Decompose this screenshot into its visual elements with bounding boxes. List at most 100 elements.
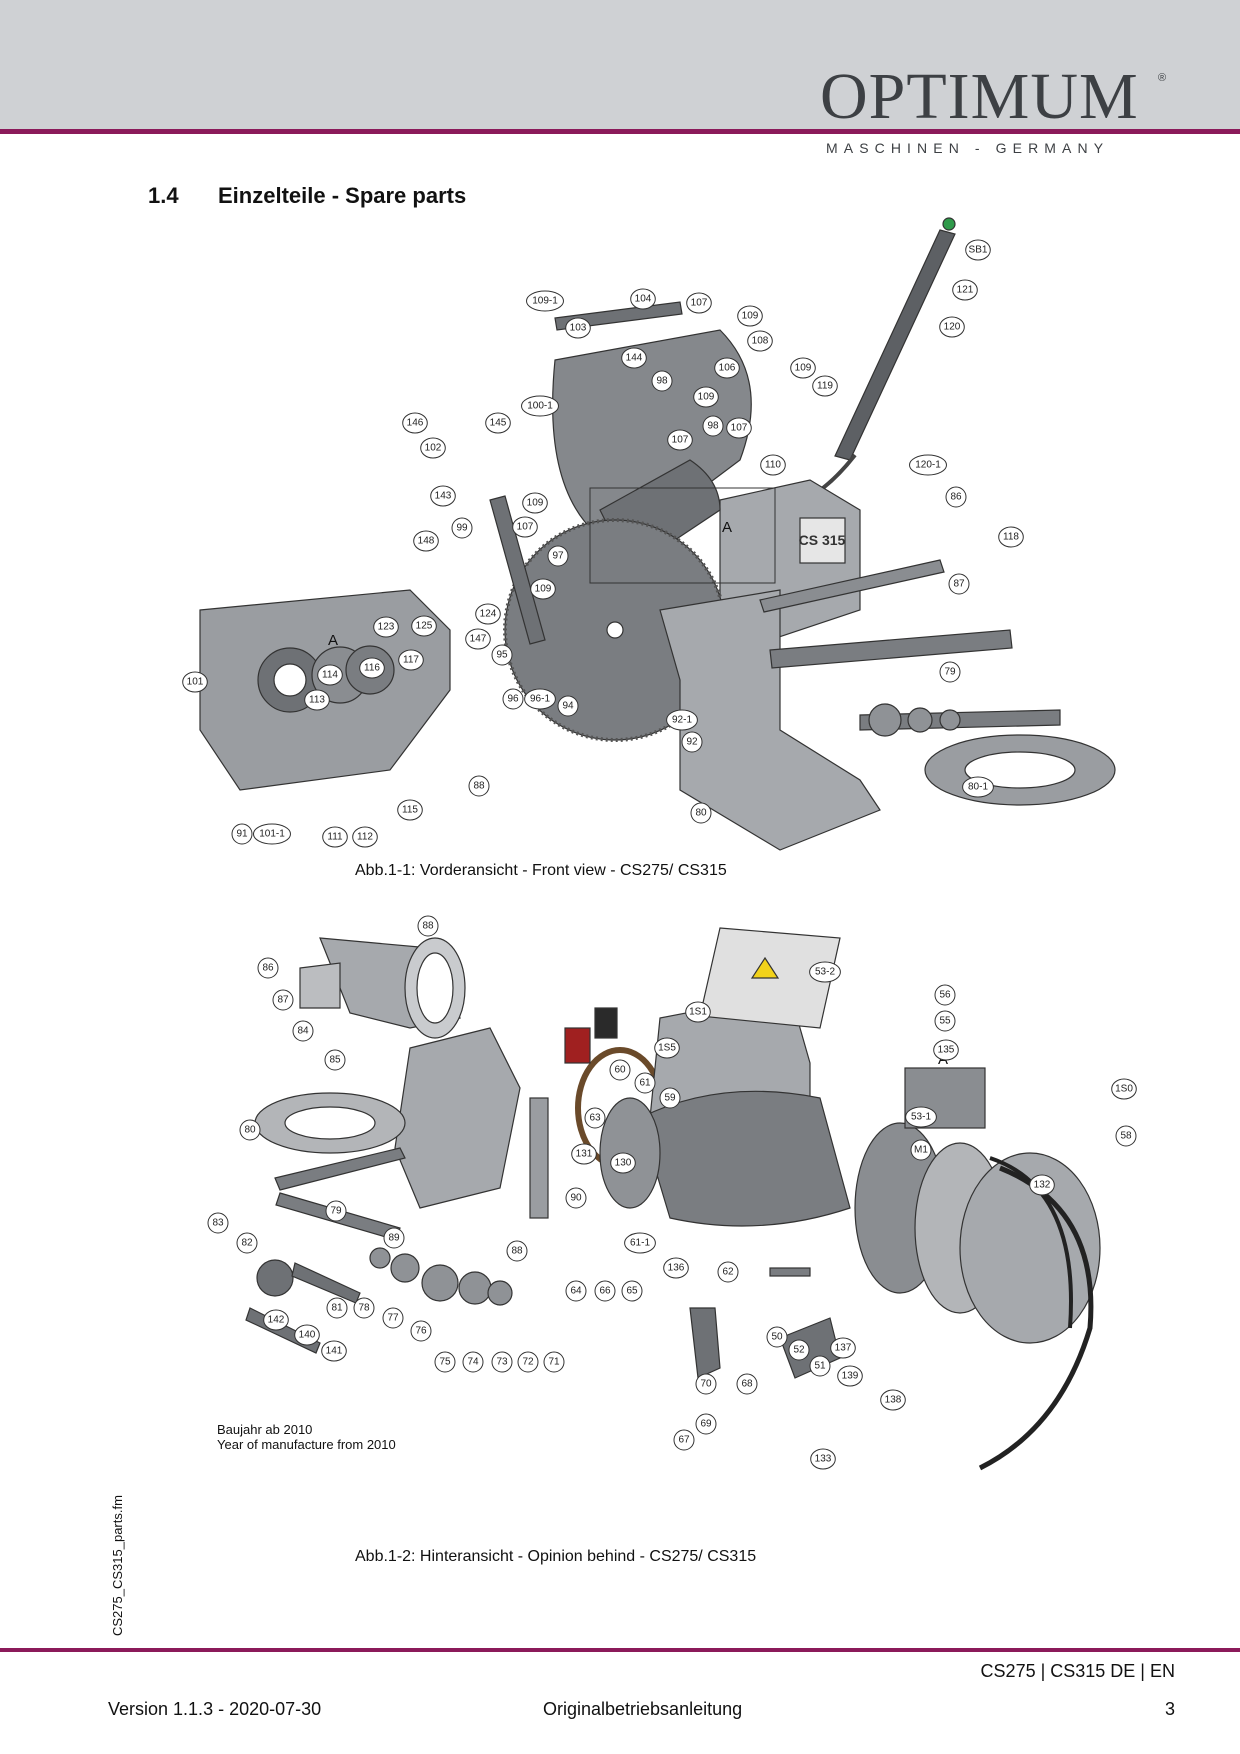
rear-view-callout-label: 139 xyxy=(842,1371,859,1382)
rear-view-callout-circle xyxy=(659,1087,681,1109)
rear-view-callout-label: 80 xyxy=(244,1125,256,1136)
front-view-callout-label: 118 xyxy=(1003,532,1019,543)
rear-view-callout-label: 84 xyxy=(297,1026,309,1037)
front-view-callout-label: 80 xyxy=(695,808,707,819)
front-view-callout-circle xyxy=(952,279,978,301)
rear-view-callout-circle xyxy=(685,1001,711,1023)
front-view-callout-label: 107 xyxy=(691,298,708,309)
front-view-callout-label: 144 xyxy=(626,353,643,364)
front-view-callout-circle xyxy=(812,375,838,397)
rear-view-callout-label: 61-1 xyxy=(630,1238,650,1249)
front-view-callout-label: 109 xyxy=(795,363,812,374)
front-view-callout-label: 80-1 xyxy=(968,782,988,793)
rear-view-callout-label: 75 xyxy=(439,1357,451,1368)
front-view-callout-label: 108 xyxy=(752,336,769,347)
front-view-callout-label: 148 xyxy=(418,536,435,547)
front-view-callout-label: 88 xyxy=(473,781,485,792)
front-view-callout-label: 98 xyxy=(707,421,719,432)
front-view-callout-circle xyxy=(962,776,994,798)
front-view-callout-circle xyxy=(373,616,399,638)
footer-rule xyxy=(0,1648,1240,1652)
front-view-callout-circle xyxy=(475,603,501,625)
front-view-callout-label: 106 xyxy=(719,363,736,374)
front-view-callout-circle xyxy=(998,526,1024,548)
rear-view-callout-label: 71 xyxy=(548,1357,560,1368)
rear-view-callout-circle xyxy=(410,1320,432,1342)
rear-view-callout-label: 70 xyxy=(700,1379,712,1390)
rear-view-callout-circle xyxy=(517,1351,539,1373)
footer-model: CS275 | CS315 DE | EN xyxy=(980,1661,1175,1681)
front-view-callout-circle xyxy=(524,688,556,710)
rear-view-callout-label: 56 xyxy=(939,990,951,1001)
front-view-callout-label: 120 xyxy=(944,322,961,333)
front-view-callout-circle xyxy=(521,395,559,417)
front-view-callout-label: 94 xyxy=(562,701,574,712)
rear-view-callout-circle xyxy=(594,1280,616,1302)
detail-a-marker: A xyxy=(722,519,732,536)
front-view-callout-label: 101 xyxy=(187,677,204,688)
front-view-callout-circle xyxy=(465,628,491,650)
rear-view-callout-circle xyxy=(910,1139,932,1161)
rear-view-callout-circle xyxy=(1115,1125,1137,1147)
front-view-callout-circle xyxy=(686,292,712,314)
front-view-callout-label: 102 xyxy=(425,443,442,454)
rear-view-callout-circle xyxy=(788,1339,810,1361)
footer-manual: Originalbetriebsanleitung xyxy=(543,1699,743,1719)
front-view-callout-label: 79 xyxy=(944,667,956,678)
rear-view-callout-circle xyxy=(610,1152,636,1174)
rear-view-callout-label: 78 xyxy=(358,1303,370,1314)
rear-view-callout-circle xyxy=(353,1297,375,1319)
front-view-callout-label: 92 xyxy=(686,737,698,748)
rear-view-callout-label: 77 xyxy=(387,1313,399,1324)
rear-view-callout-label: 51 xyxy=(814,1361,826,1372)
rear-view-callout-label: 50 xyxy=(771,1332,783,1343)
front-view-callout-circle xyxy=(965,239,991,261)
rear-view-callout-circle xyxy=(434,1351,456,1373)
detail-a-title: A xyxy=(328,632,338,649)
front-view-callout-circle xyxy=(760,454,786,476)
rear-view-callout-label: 59 xyxy=(664,1093,676,1104)
rear-view-callout-circle xyxy=(809,961,841,983)
header-band xyxy=(0,0,1240,130)
front-view-callout-circle xyxy=(397,799,423,821)
front-view-callout-label: 146 xyxy=(407,418,424,429)
brand-subtitle: MASCHINEN - GERMANY xyxy=(826,140,1110,156)
rear-view-callout-label: 53-1 xyxy=(911,1112,931,1123)
rear-view-callout-circle xyxy=(609,1059,631,1081)
rear-view-callout-circle xyxy=(565,1187,587,1209)
front-view-callout-label: 120-1 xyxy=(915,460,941,471)
rear-view-callout-circle xyxy=(624,1232,656,1254)
rear-view-callout-label: 140 xyxy=(299,1330,316,1341)
front-view-callout-circle xyxy=(485,412,511,434)
rear-view-callout-label: 53-2 xyxy=(815,967,835,978)
rear-view-callout-label: 88 xyxy=(511,1246,523,1257)
rear-view-callout-label: 132 xyxy=(1034,1180,1051,1191)
rear-view-callout-label: 79 xyxy=(330,1206,342,1217)
rear-view-callout-label: 82 xyxy=(241,1238,253,1249)
figure1-caption: Abb.1-1: Vorderansicht - Front view - CS… xyxy=(355,862,727,879)
front-view-callout-label: 109 xyxy=(535,584,552,595)
front-view-callout-label: 110 xyxy=(765,460,781,471)
rear-view-callout-label: 135 xyxy=(938,1045,955,1056)
rear-view-callout-circle xyxy=(543,1351,565,1373)
rear-view-callout-circle xyxy=(417,915,439,937)
rear-view-callout-label: 1S5 xyxy=(658,1043,676,1054)
front-view-callout-label: 117 xyxy=(403,655,419,666)
rear-view-callout-circle xyxy=(491,1351,513,1373)
rear-view-callout-circle xyxy=(809,1355,831,1377)
rear-view-callout-circle xyxy=(905,1106,937,1128)
front-view-callout-label: 109-1 xyxy=(532,296,558,307)
rear-view-callout-circle xyxy=(207,1212,229,1234)
front-view-callout-circle xyxy=(702,415,724,437)
rear-view-callout-circle xyxy=(1111,1078,1137,1100)
front-view-callout-label: 113 xyxy=(309,695,325,706)
front-view-callout-circle xyxy=(557,695,579,717)
front-view-callout-label: 107 xyxy=(731,423,748,434)
rear-view-callout-label: 64 xyxy=(570,1286,582,1297)
front-view-callout-circle xyxy=(413,530,439,552)
rear-view-callout-circle xyxy=(383,1227,405,1249)
front-view-callout-circle xyxy=(322,826,348,848)
rear-view-callout-label: 61 xyxy=(639,1078,651,1089)
front-view-callout-circle xyxy=(253,823,291,845)
